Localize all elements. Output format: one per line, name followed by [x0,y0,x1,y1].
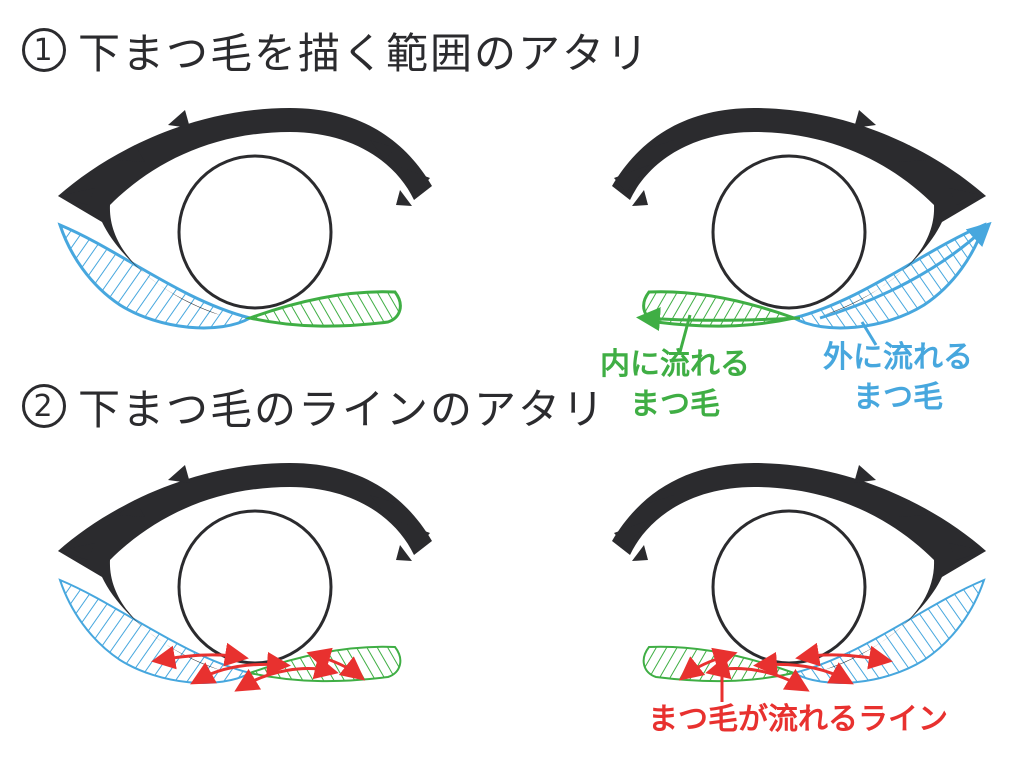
step-2-title: 下まつ毛のラインのアタリ [78,384,607,434]
inner-pointer [678,314,692,353]
step-2-number: 2 [22,384,66,428]
eye-2-left [56,461,434,692]
outer-pointer [860,321,878,346]
step-1-number: 1 [22,28,66,72]
inner-flow-arrow [636,307,801,332]
outer-flow-arrow [819,221,992,320]
outer-lash-zone [790,222,987,330]
step-1-title: 下まつ毛を描く範囲のアタリ [78,28,651,78]
outer-flow-label: 外に流れるまつ毛 [823,340,973,415]
step-2-heading: 2 下まつ毛のラインのアタリ [22,378,606,434]
eye-1-right [610,106,988,330]
inner-flow-label: 内に流れるまつ毛 [600,347,750,422]
eye-1-left [56,106,434,330]
lash-line-label: まつ毛が流れるライン [648,702,948,737]
lash-line-arrow [678,647,738,681]
step-1-heading: 1 下まつ毛を描く範囲のアタリ [22,22,650,78]
eye-2-right [610,461,988,692]
outer-lash-zone [57,222,254,330]
inner-lash-zone [244,290,402,328]
lash-line-arrow [306,647,366,681]
